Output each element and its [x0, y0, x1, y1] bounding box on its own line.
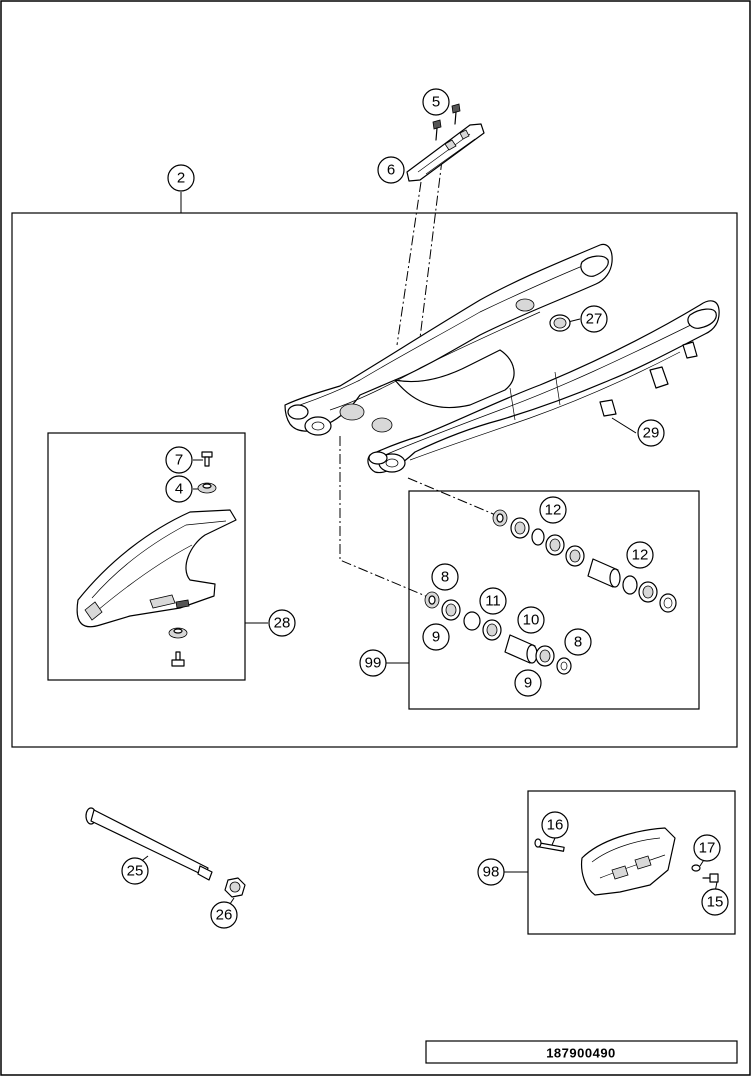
- callout-16: 16: [541, 811, 569, 839]
- rubber-plug: [549, 314, 571, 332]
- svg-text:5: 5: [432, 94, 440, 111]
- callout-7: 7: [165, 446, 193, 474]
- callout-29: 29: [637, 419, 665, 447]
- frame-bearing-kit: [408, 490, 700, 710]
- callout-26: 26: [210, 901, 238, 929]
- callout-17: 17: [693, 834, 721, 862]
- svg-text:10: 10: [523, 612, 540, 629]
- svg-text:2: 2: [177, 170, 185, 187]
- svg-text:29: 29: [643, 425, 660, 442]
- svg-text:16: 16: [547, 817, 564, 834]
- frame-chain-slider-kit: [47, 432, 246, 681]
- bearing-kit-parts: [424, 509, 677, 675]
- callout-98: 98: [477, 858, 505, 886]
- callout-11: 11: [479, 587, 507, 615]
- callout-4: 4: [165, 475, 193, 503]
- svg-text:12: 12: [545, 502, 562, 519]
- screw-top-pair: [432, 103, 461, 141]
- callout-12-upper: 12: [539, 496, 567, 524]
- svg-text:4: 4: [175, 481, 183, 498]
- figure-number-box: [425, 1040, 738, 1064]
- screw-and-washer-set: [168, 451, 217, 667]
- svg-text:8: 8: [574, 634, 582, 651]
- svg-text:11: 11: [485, 593, 501, 610]
- callout-6: 6: [377, 156, 405, 184]
- svg-text:8: 8: [441, 569, 449, 586]
- frame-swingarm-assembly: [11, 212, 738, 748]
- chain-guide: [534, 827, 719, 896]
- svg-text:9: 9: [524, 675, 532, 692]
- svg-text:98: 98: [483, 864, 500, 881]
- svg-text:25: 25: [127, 863, 144, 880]
- swingarm-pivot-bolt: [85, 807, 213, 881]
- callout-2: 2: [167, 164, 195, 192]
- chain-slider-upper: [406, 123, 485, 182]
- callout-5: 5: [422, 88, 450, 116]
- callout-12-right: 12: [626, 541, 654, 569]
- svg-text:7: 7: [175, 452, 183, 469]
- figure-number: 187900490: [546, 1046, 616, 1061]
- svg-text:12: 12: [632, 547, 649, 564]
- callout-99: 99: [359, 649, 387, 677]
- svg-text:9: 9: [432, 629, 440, 646]
- callout-28: 28: [268, 609, 296, 637]
- callout-15: 15: [701, 888, 729, 916]
- svg-text:26: 26: [216, 907, 233, 924]
- callout-27: 27: [580, 305, 608, 333]
- callout-9-left: 9: [422, 623, 450, 651]
- svg-text:6: 6: [387, 162, 395, 179]
- frame-chain-guide-kit: [527, 790, 736, 935]
- callout-10: 10: [517, 606, 545, 634]
- callout-9-right: 9: [514, 669, 542, 697]
- callout-8-right: 8: [564, 628, 592, 656]
- svg-text:27: 27: [586, 311, 603, 328]
- swingarm: [284, 243, 720, 474]
- callout-8-left: 8: [431, 563, 459, 591]
- svg-text:15: 15: [707, 894, 724, 911]
- pivot-nut: [224, 877, 246, 898]
- svg-text:17: 17: [699, 840, 716, 857]
- chain-sliding-guard: [76, 509, 237, 628]
- svg-text:28: 28: [274, 615, 291, 632]
- svg-text:99: 99: [365, 655, 382, 672]
- assembly-lines: [339, 159, 499, 598]
- callout-25: 25: [121, 857, 149, 885]
